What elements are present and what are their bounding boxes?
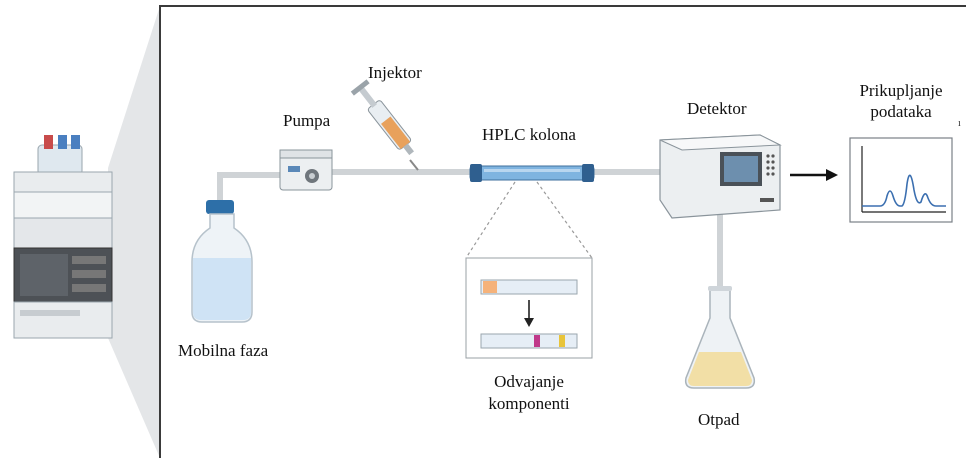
waste-flask-icon (684, 286, 756, 389)
injector-syringe-icon (350, 79, 419, 171)
label-pump: Pumpa (283, 111, 331, 130)
band-orange (483, 281, 497, 293)
panel-border (159, 5, 966, 458)
detector-icon (659, 134, 782, 219)
hplc-column-icon (469, 164, 595, 182)
zoom-line-right (536, 181, 593, 259)
chromatogram-icon (849, 137, 953, 223)
mobile-phase-bottle-icon (191, 200, 253, 323)
arrow-to-data-head (826, 169, 838, 181)
pump-icon (279, 149, 333, 191)
hplc-instrument-icon (13, 135, 113, 339)
label-detector: Detektor (687, 99, 747, 118)
label-data-collection-line2: podataka (870, 102, 932, 121)
stray-mark: ı (958, 118, 961, 129)
zoom-line-left (465, 181, 516, 259)
label-waste: Otpad (698, 410, 740, 429)
band-magenta (534, 335, 540, 347)
label-hplc-column: HPLC kolona (482, 125, 576, 144)
separation-inset (465, 257, 593, 359)
label-separation-line2: komponenti (488, 394, 570, 413)
label-data-collection-line1: Prikupljanje (859, 81, 943, 100)
label-injector: Injektor (368, 63, 422, 82)
perspective-wedge (108, 6, 160, 458)
label-separation-line1: Odvajanje (494, 372, 564, 391)
tubing-bottle-to-pump (217, 172, 282, 205)
label-mobile-phase: Mobilna faza (178, 341, 269, 360)
band-yellow (559, 335, 565, 347)
